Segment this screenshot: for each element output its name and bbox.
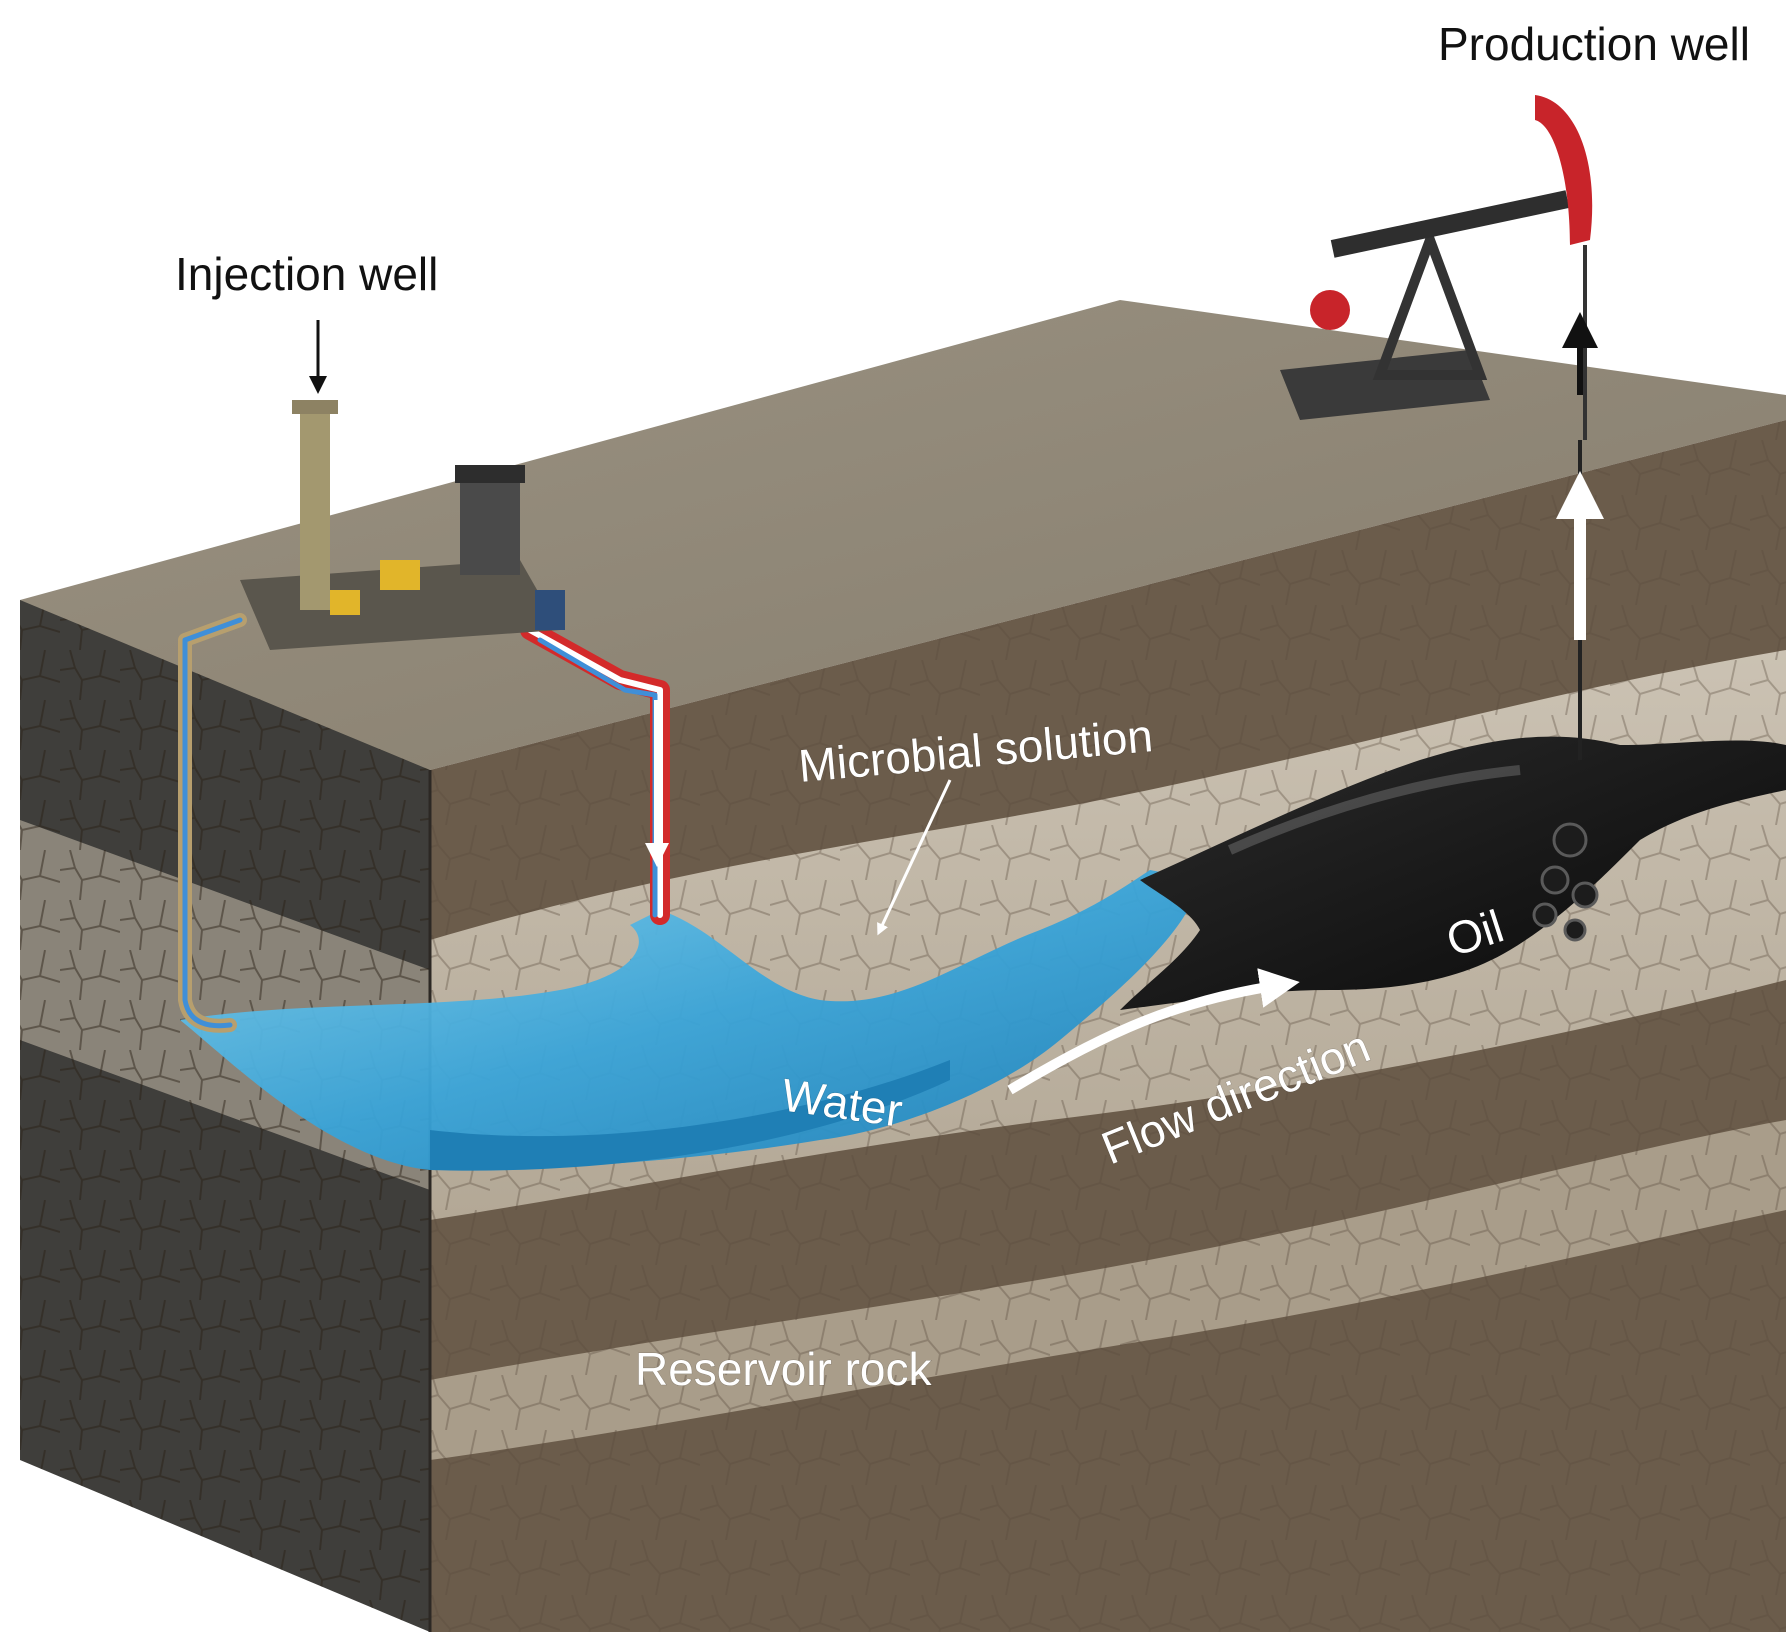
microbial-pointer-arrow — [877, 779, 952, 936]
injection-facility — [240, 400, 565, 650]
oil-highlight — [1227, 765, 1521, 855]
label-injection-well: Injection well — [175, 248, 438, 300]
water-front-edge — [430, 1060, 950, 1171]
front-face — [428, 420, 1786, 1632]
oil-bubbles — [1532, 822, 1599, 942]
oil-body — [1120, 736, 1786, 1010]
ground-surface — [20, 300, 1786, 770]
flow-curved-arrow-icon — [1007, 968, 1300, 1095]
pump-jack — [1280, 95, 1593, 440]
label-production-well: Production well — [1438, 18, 1750, 70]
water-body — [180, 870, 1200, 1170]
left-face — [20, 600, 430, 1632]
label-reservoir-rock: Reservoir rock — [635, 1343, 933, 1395]
